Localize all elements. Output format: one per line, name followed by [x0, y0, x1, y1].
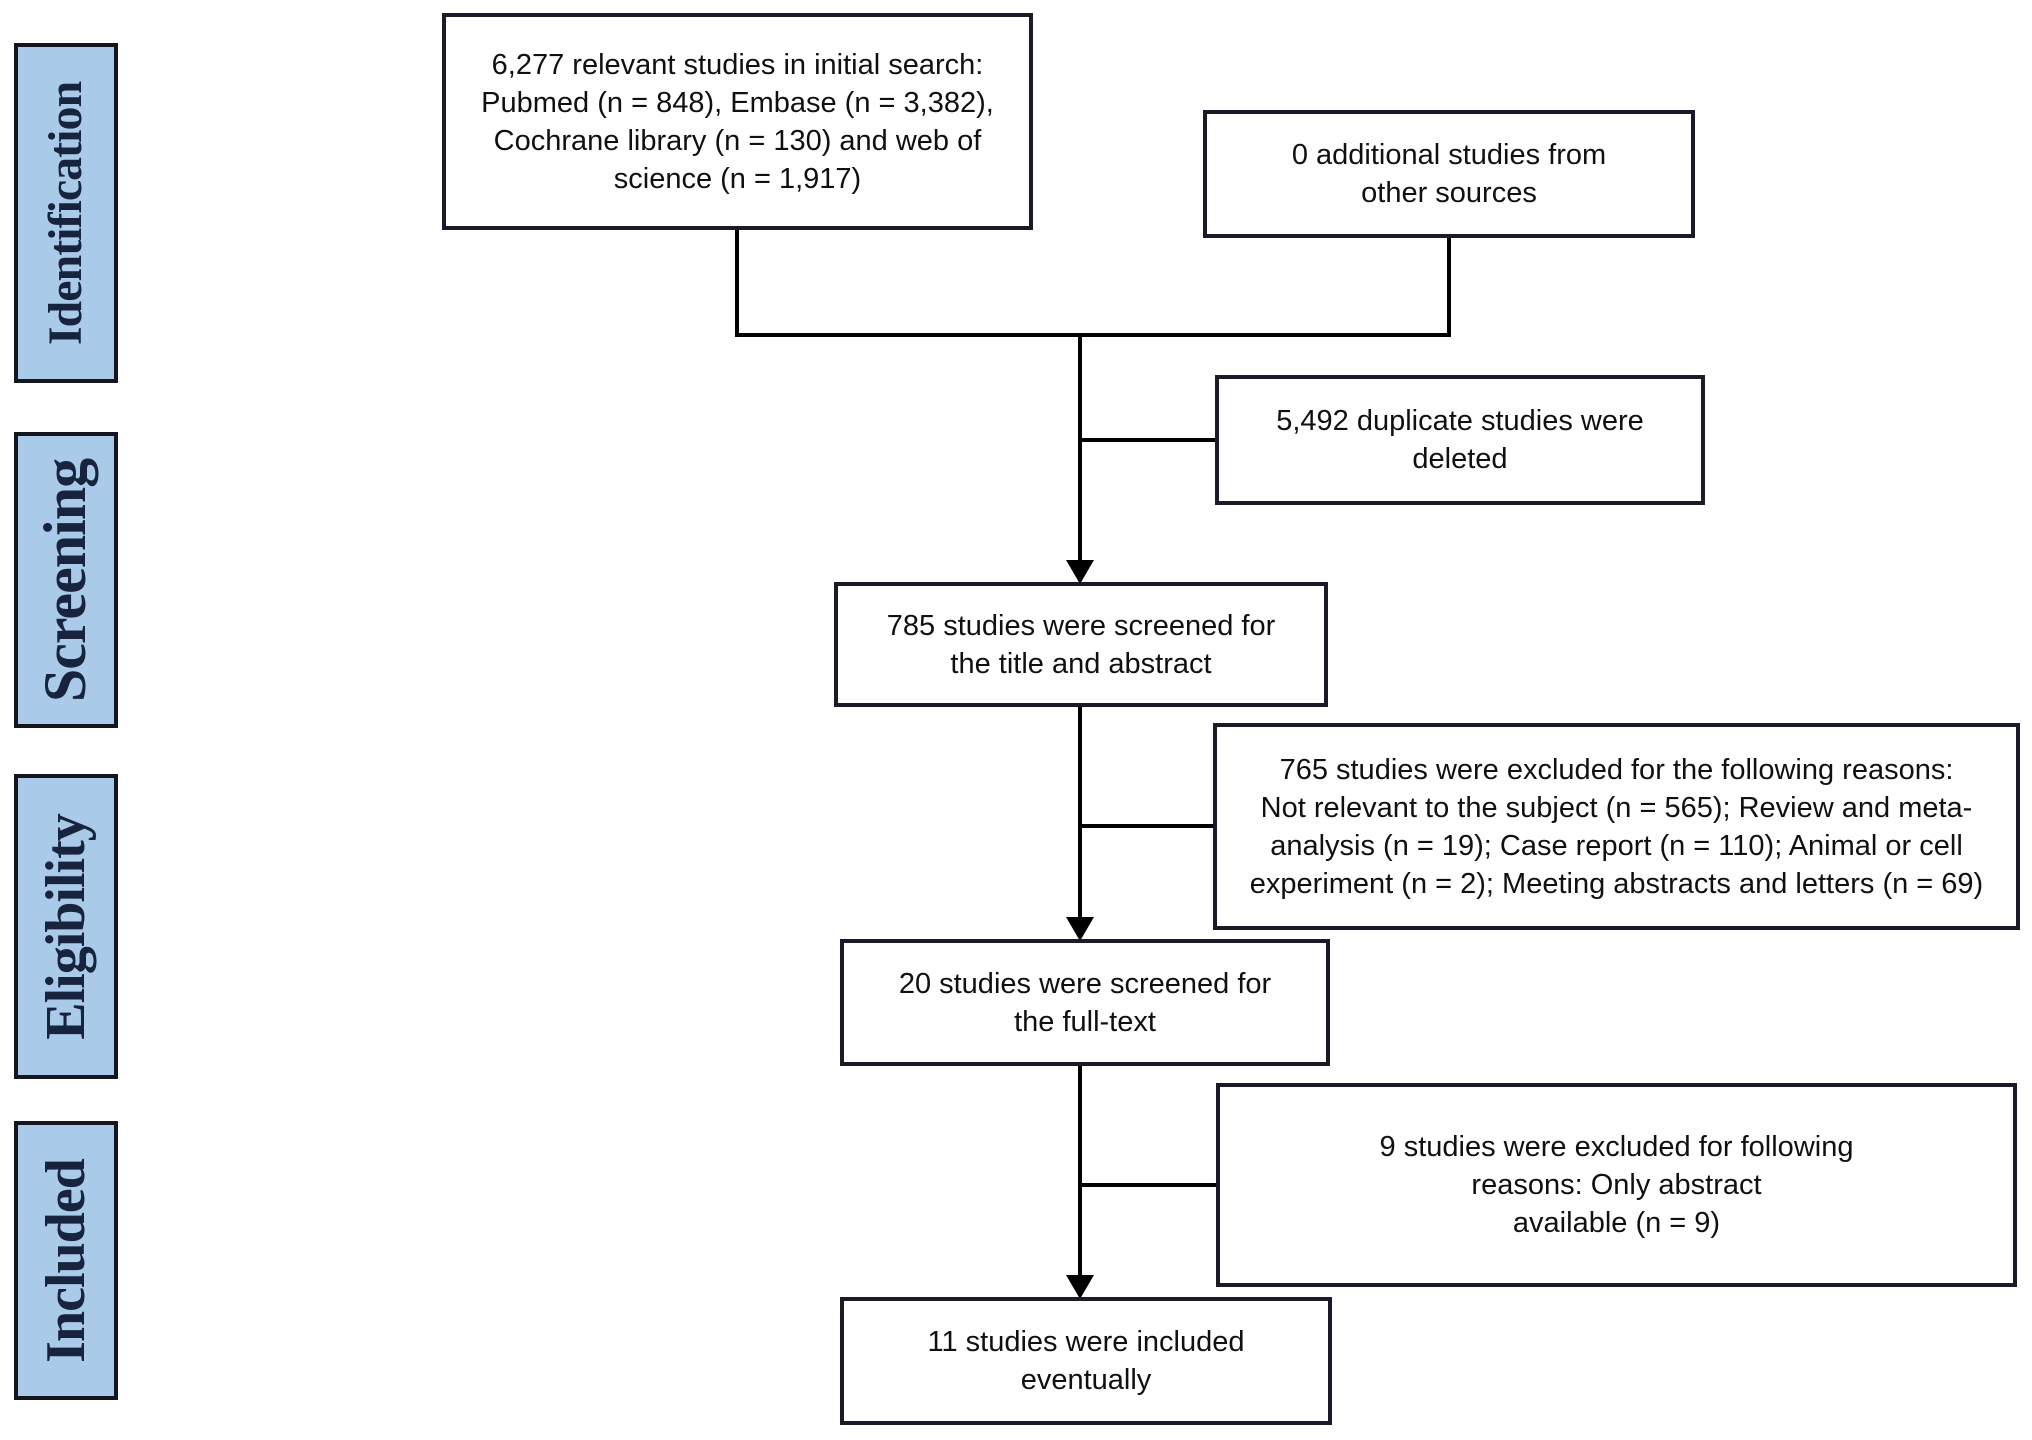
node-additional-sources-text: 0 additional studies from other sources [1291, 139, 1607, 209]
node-full-text-screening-text: 20 studies were screened for the full-te… [898, 967, 1272, 1038]
node-excluded-title-abstract: 765 studies were excluded for the follow… [1213, 723, 2020, 930]
stage-identification: Identification [14, 43, 118, 383]
node-excluded-full-text-text: 9 studies were excluded for following re… [1379, 1131, 1854, 1239]
node-duplicates-deleted: 5,492 duplicate studies were deleted [1215, 375, 1705, 505]
node-excluded-full-text: 9 studies were excluded for following re… [1216, 1083, 2017, 1287]
node-title-abstract-screening: 785 studies were screened for the title … [834, 582, 1328, 707]
node-included-final: 11 studies were included eventually [840, 1297, 1332, 1425]
stage-eligibility: Eligibility [14, 774, 118, 1079]
node-initial-search-text: 6,277 relevant studies in initial search… [481, 48, 994, 195]
stage-screening-label: Screening [32, 458, 99, 702]
node-included-final-text: 11 studies were included eventually [927, 1326, 1245, 1396]
node-full-text-screening: 20 studies were screened for the full-te… [840, 939, 1330, 1066]
node-duplicates-deleted-text: 5,492 duplicate studies were deleted [1276, 405, 1644, 475]
stage-included: Included [14, 1121, 118, 1400]
stage-included-label: Included [35, 1158, 98, 1363]
arrowhead-title-abstract [1066, 560, 1094, 584]
node-additional-sources: 0 additional studies from other sources [1203, 110, 1695, 238]
node-excluded-title-abstract-text: 765 studies were excluded for the follow… [1249, 753, 1984, 900]
arrowhead-included [1066, 1275, 1094, 1299]
arrowhead-full-text [1066, 917, 1094, 941]
node-title-abstract-screening-text: 785 studies were screened for the title … [886, 609, 1276, 680]
node-initial-search: 6,277 relevant studies in initial search… [442, 13, 1033, 230]
stage-identification-label: Identification [39, 81, 93, 345]
stage-screening: Screening [14, 432, 118, 728]
stage-eligibility-label: Eligibility [35, 813, 97, 1040]
